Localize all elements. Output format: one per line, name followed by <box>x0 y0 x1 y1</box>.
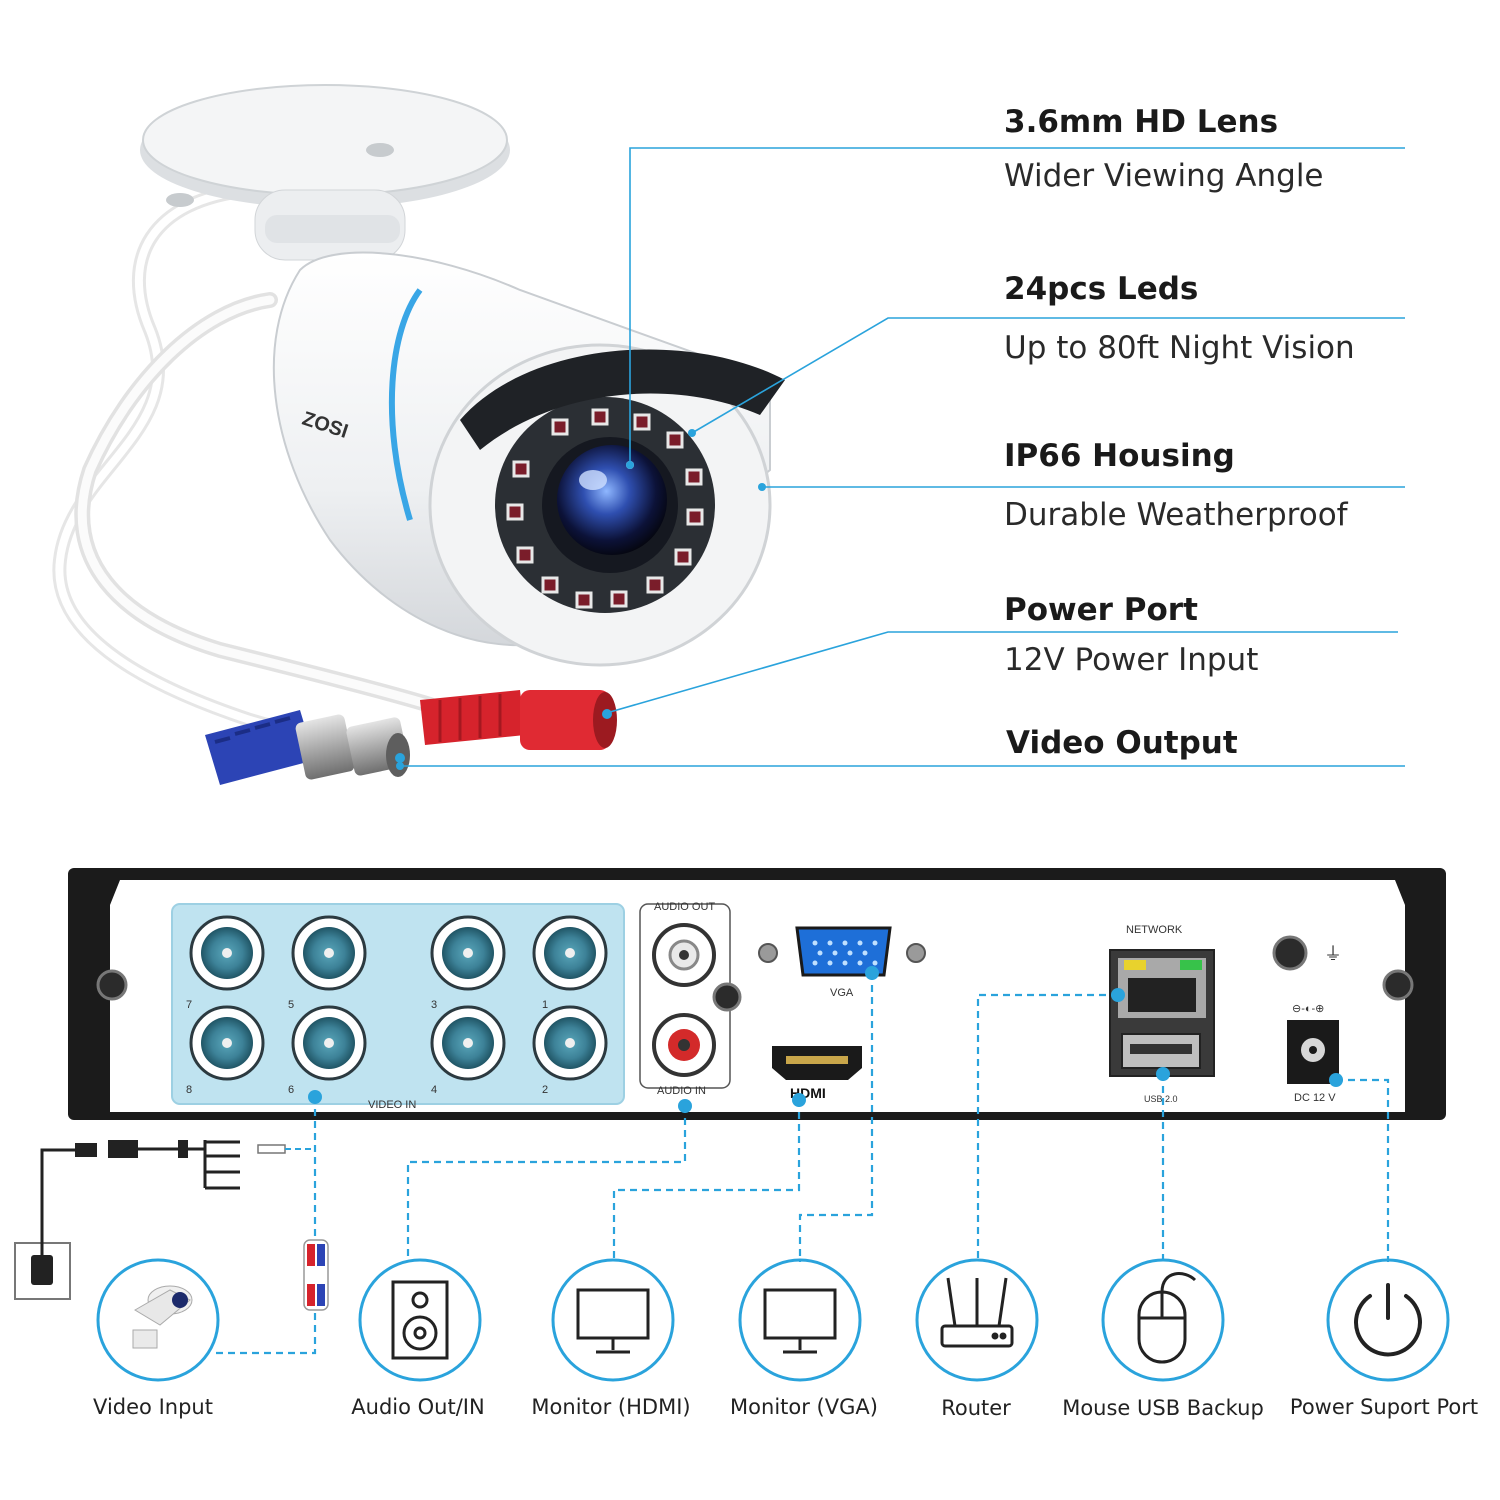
network-label: NETWORK <box>1126 924 1183 936</box>
channel-number: 6 <box>288 1084 294 1096</box>
callout-dots <box>396 429 766 770</box>
feature-title-lens: 3.6mm HD Lens <box>1004 104 1279 140</box>
caption-monitor-hdmi: Monitor (HDMI) <box>531 1395 691 1419</box>
mouse-icon-glyph <box>1137 1272 1197 1364</box>
audio-in-label: AUDIO IN <box>657 1085 706 1097</box>
feature-subtitle-lens: Wider Viewing Angle <box>1004 158 1324 194</box>
channel-number: 5 <box>288 999 294 1011</box>
feature-title-power: Power Port <box>1004 592 1198 628</box>
channel-number: 7 <box>186 999 192 1011</box>
ground-screw <box>1272 935 1308 971</box>
caption-audio: Audio Out/IN <box>351 1395 485 1419</box>
feature-subtitle-housing: Durable Weatherproof <box>1004 497 1348 533</box>
vga-label: VGA <box>830 987 854 999</box>
speaker-icon <box>358 1258 482 1382</box>
camera-icon-glyph <box>132 1285 193 1349</box>
bnc-ports <box>189 915 608 1081</box>
camera-illustration: ZOSI <box>52 84 785 785</box>
ground-symbol: ⏚ <box>1324 944 1342 965</box>
speaker-icon-glyph <box>391 1280 449 1360</box>
feature-title-housing: IP66 Housing <box>1004 438 1235 474</box>
dc-label: DC 12 V <box>1294 1092 1336 1104</box>
feature-subtitle-power: 12V Power Input <box>1004 642 1259 678</box>
callout-lines <box>400 147 1405 767</box>
channel-number: 3 <box>431 999 437 1011</box>
power-splitter-illustration <box>14 1140 329 1311</box>
led-ring <box>506 408 704 609</box>
caption-power: Power Suport Port <box>1289 1395 1479 1419</box>
monitor-icon-glyph <box>576 1288 650 1354</box>
caption-router: Router <box>941 1396 1011 1420</box>
caption-video-input: Video Input <box>93 1395 213 1419</box>
caption-mouse-usb: Mouse USB Backup <box>1062 1396 1264 1420</box>
channel-number: 8 <box>186 1084 192 1096</box>
power-icon <box>1326 1258 1450 1382</box>
audio-out-label: AUDIO OUT <box>654 901 715 913</box>
channel-number: 1 <box>542 999 548 1011</box>
power-connector <box>420 690 617 750</box>
router-icon-glyph <box>940 1277 1014 1348</box>
vga-port <box>795 926 892 977</box>
monitor-icon <box>551 1258 675 1382</box>
dvr-back-panel: 7 5 3 1 8 6 4 2 VIDEO IN AUDIO OUT AUDIO… <box>68 868 1446 1120</box>
bnc-connector <box>205 710 410 785</box>
channel-numbers: 7 5 3 1 8 6 4 2 <box>186 999 548 1096</box>
monitor-icon-glyph <box>763 1288 837 1354</box>
power-icon-glyph <box>1354 1283 1422 1357</box>
polarity-label: ⊖-◐-⊕ <box>1292 1003 1324 1015</box>
monitor-icon <box>738 1258 862 1382</box>
feature-title-video-output: Video Output <box>1006 725 1238 761</box>
channel-number: 2 <box>542 1084 548 1096</box>
usb-label: USB 2.0 <box>1144 1094 1178 1104</box>
connection-icons <box>96 1258 1450 1382</box>
connection-lines <box>213 973 1390 1355</box>
router-icon <box>915 1258 1039 1382</box>
camera-icon <box>96 1258 220 1382</box>
feature-title-leds: 24pcs Leds <box>1004 271 1199 307</box>
video-in-label: VIDEO IN <box>368 1099 416 1111</box>
channel-number: 4 <box>431 1084 437 1096</box>
video-in-panel <box>171 903 625 1105</box>
caption-monitor-vga: Monitor (VGA) <box>730 1395 878 1419</box>
feature-subtitle-leds: Up to 80ft Night Vision <box>1004 330 1355 366</box>
mouse-icon <box>1101 1258 1225 1382</box>
